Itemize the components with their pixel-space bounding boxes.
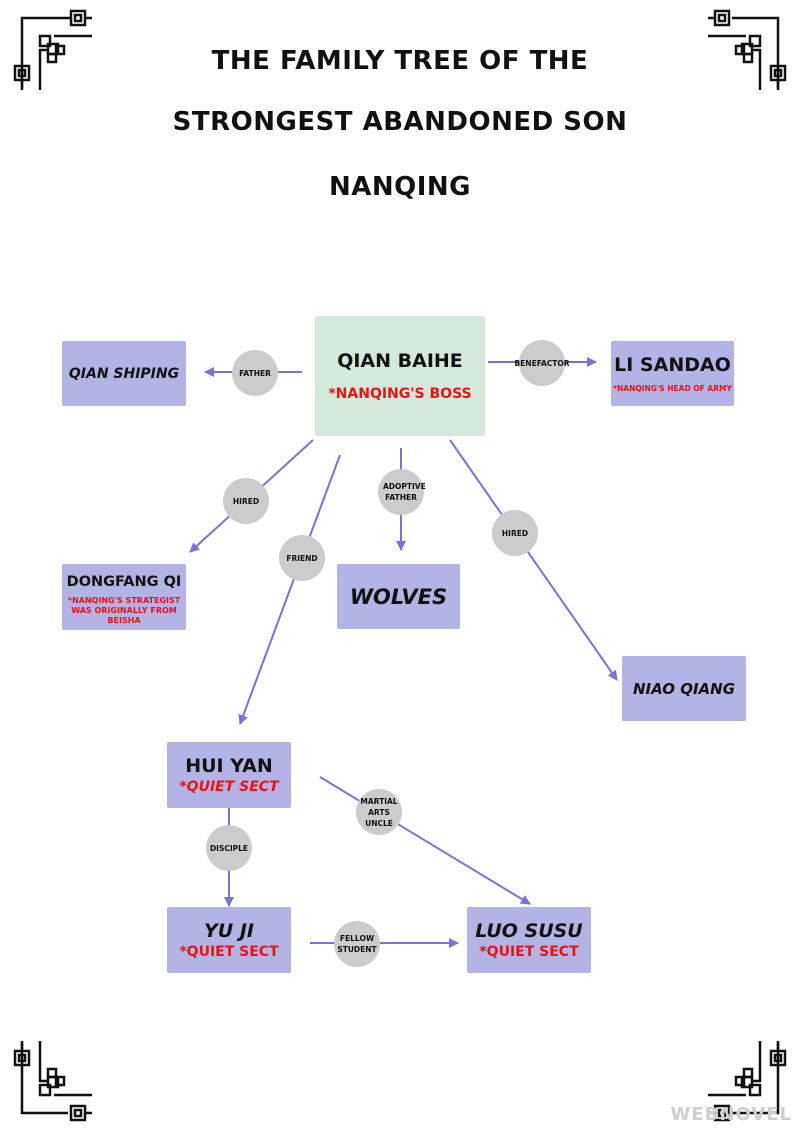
edge-label-text: DISCIPLE bbox=[209, 843, 249, 853]
edge-label-text: MARTIAL ARTS UNCLE bbox=[360, 796, 398, 828]
edge-label-text: ADOPTIVE FATHER bbox=[383, 482, 426, 502]
edge-label-text: HIRED bbox=[232, 496, 260, 506]
edge-label-fellow-student: FELLOW STUDENT bbox=[334, 921, 380, 967]
node-niao-qiang: NIAO QIANG bbox=[622, 656, 746, 721]
edge-label-disciple: DISCIPLE bbox=[206, 825, 252, 871]
node-qian-baihe: QIAN BAIHE *NANQING'S BOSS bbox=[315, 316, 485, 436]
node-luo-susu: LUO SUSU *QUIET SECT bbox=[467, 907, 591, 973]
edge-label-hired-niao: HIRED bbox=[492, 510, 538, 556]
node-wolves: WOLVES bbox=[337, 564, 460, 629]
node-name: QIAN SHIPING bbox=[68, 365, 180, 382]
edge-label-father: FATHER bbox=[232, 350, 278, 396]
node-yu-ji: YU JI *QUIET SECT bbox=[167, 907, 291, 973]
node-note: *NANQING'S HEAD OF ARMY bbox=[613, 384, 732, 393]
edge-label-martial-arts-uncle: MARTIAL ARTS UNCLE bbox=[356, 789, 402, 835]
corner-ornament-top-right bbox=[708, 9, 787, 90]
corner-ornament-bottom-left bbox=[13, 1041, 92, 1122]
node-name: LUO SUSU bbox=[475, 920, 583, 942]
edge-label-adoptive-father: ADOPTIVE FATHER bbox=[378, 469, 426, 515]
title-line-1: THE FAMILY TREE OF THE bbox=[211, 46, 589, 76]
edge-label-text: FELLOW STUDENT bbox=[337, 934, 377, 954]
edge-label-text: FRIEND bbox=[286, 553, 318, 563]
node-li-sandao: LI SANDAO *NANQING'S HEAD OF ARMY bbox=[611, 341, 734, 406]
edge-label-friend: FRIEND bbox=[279, 535, 325, 581]
node-name: NIAO QIANG bbox=[632, 679, 736, 698]
node-name: DONGFANG QI bbox=[66, 574, 182, 590]
corner-ornament-top-left bbox=[13, 9, 92, 90]
edge-hired-niao bbox=[449, 439, 618, 681]
node-name: YU JI bbox=[204, 920, 254, 942]
title-line-2: STRONGEST ABANDONED SON bbox=[172, 107, 628, 137]
corner-ornament-bottom-right bbox=[708, 1041, 787, 1122]
node-dongfang-qi: DONGFANG QI *NANQING'S STRATEGIST WAS OR… bbox=[62, 564, 186, 630]
node-note: *QUIET SECT bbox=[479, 944, 579, 960]
node-name: WOLVES bbox=[349, 584, 448, 609]
node-hui-yan: HUI YAN *QUIET SECT bbox=[167, 742, 291, 808]
node-note: *NANQING'S BOSS bbox=[328, 386, 472, 402]
node-note: *QUIET SECT bbox=[179, 779, 279, 795]
node-note: *QUIET SECT bbox=[179, 944, 279, 960]
node-name: QIAN BAIHE bbox=[337, 350, 463, 372]
node-name: HUI YAN bbox=[185, 755, 273, 777]
edge-label-benefactor: BENEFACTOR bbox=[514, 340, 570, 386]
watermark: WEBNOVEL bbox=[670, 1104, 792, 1125]
edge-label-hired-dongfang: HIRED bbox=[223, 478, 269, 524]
edge-martial-arts-uncle bbox=[319, 776, 531, 905]
edge-label-text: HIRED bbox=[501, 528, 529, 538]
edge-label-text: FATHER bbox=[239, 368, 271, 378]
edge-friend bbox=[238, 454, 341, 725]
node-qian-shiping: QIAN SHIPING bbox=[62, 341, 186, 406]
node-note: *NANQING'S STRATEGIST WAS ORIGINALLY FRO… bbox=[67, 596, 181, 625]
node-name: LI SANDAO bbox=[614, 354, 731, 376]
title-line-3: NANQING bbox=[328, 172, 472, 202]
edge-label-text: BENEFACTOR bbox=[514, 358, 570, 368]
